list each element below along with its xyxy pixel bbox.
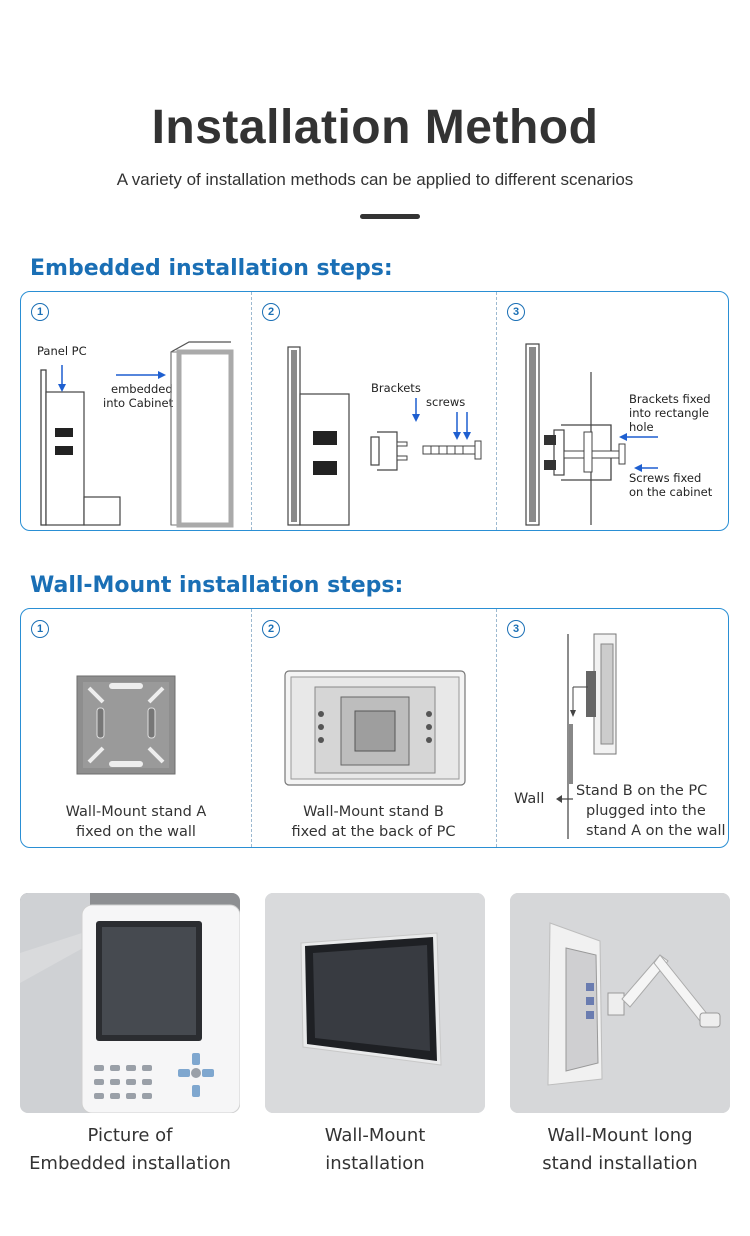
page-title: Installation Method (151, 101, 599, 154)
step-number: 1 (31, 303, 49, 321)
stand-b-plug-caption-line1: Stand B on the PC (576, 783, 708, 799)
wallmount-steps-panel: 1 Wall-Mount stand A fixed on the wall 2… (20, 608, 729, 848)
step-number: 2 (262, 620, 280, 638)
title-divider (360, 214, 420, 219)
brackets-fixed-line1: Brackets fixed (629, 392, 711, 406)
embedded-label-line1: embedded (111, 382, 173, 396)
long-stand-installation-photo (510, 893, 730, 1113)
embedded-label-line2: into Cabinet (103, 396, 174, 410)
embedded-section-heading: Embedded installation steps: (30, 256, 393, 281)
embedded-step3-diagram (525, 343, 658, 526)
embedded-step1-diagram (40, 341, 234, 528)
step-divider (251, 609, 252, 847)
wall-plug-diagram (556, 633, 617, 839)
step-number: 2 (262, 303, 280, 321)
brackets-fixed-line2: into rectangle (629, 406, 709, 420)
wall-mount-installation-photo (265, 893, 485, 1113)
stand-b-caption-line2: fixed at the back of PC (291, 824, 456, 840)
stand-b-caption-line1: Wall-Mount stand B (303, 804, 444, 820)
step-number: 3 (507, 620, 525, 638)
step-number: 1 (31, 620, 49, 638)
screws-label: screws (426, 395, 466, 409)
embedded-photo-caption: Picture of Embedded installation (20, 1122, 240, 1178)
page-subtitle: A variety of installation methods can be… (116, 170, 634, 189)
step-number: 3 (507, 303, 525, 321)
panel-pc-label: Panel PC (37, 344, 87, 358)
wall-mount-photo-caption-line2: installation (325, 1153, 425, 1174)
step-divider (251, 292, 252, 530)
brackets-label: Brackets (371, 381, 421, 395)
wall-mount-photo-caption: Wall-Mount installation (265, 1122, 485, 1178)
step-divider (496, 292, 497, 530)
embedded-installation-photo (20, 893, 240, 1113)
screws-fixed-line1: Screws fixed (629, 471, 702, 485)
stand-a-caption-line2: fixed on the wall (76, 824, 196, 840)
long-stand-photo-caption-line1: Wall-Mount long (547, 1125, 693, 1146)
wall-label: Wall (514, 791, 545, 807)
step-divider (496, 609, 497, 847)
wall-mount-stand-a-icon (76, 675, 176, 775)
embedded-step2-diagram (287, 346, 482, 526)
embedded-photo-caption-line1: Picture of (87, 1125, 173, 1146)
long-stand-photo-caption: Wall-Mount long stand installation (510, 1122, 730, 1178)
embedded-photo-caption-line2: Embedded installation (29, 1153, 231, 1174)
wallmount-section-heading: Wall-Mount installation steps: (30, 573, 404, 598)
stand-b-plug-caption-line3: stand A on the wall (586, 823, 726, 839)
stand-b-plug-caption-line2: plugged into the (586, 803, 706, 819)
pc-back-stand-b-icon (284, 670, 466, 786)
wall-mount-photo-caption-line1: Wall-Mount (324, 1125, 426, 1146)
brackets-fixed-line3: hole (629, 420, 654, 434)
long-stand-photo-caption-line2: stand installation (542, 1153, 698, 1174)
stand-a-caption-line1: Wall-Mount stand A (65, 804, 207, 820)
screws-fixed-line2: on the cabinet (629, 485, 713, 499)
embedded-steps-panel: 1 Panel PC embedded into Cabinet 2 Brack… (20, 291, 729, 531)
